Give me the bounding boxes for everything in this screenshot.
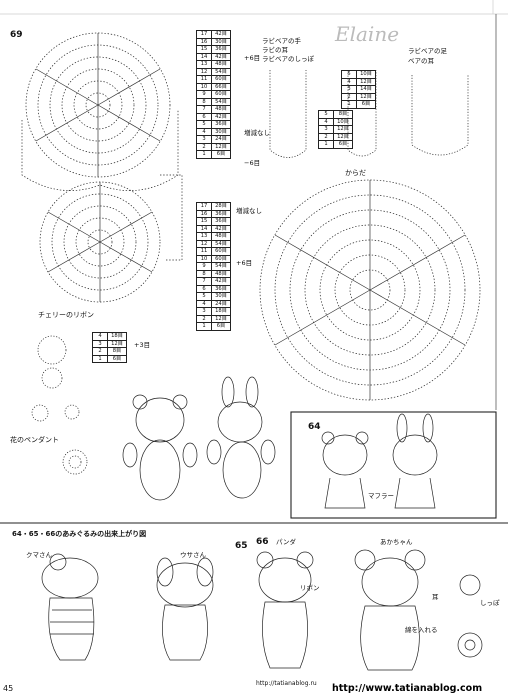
label-usa-san: ウサさん (180, 551, 206, 559)
note-decrease: −6目 (244, 159, 261, 167)
note-ribbon-increase: +3目 (134, 341, 151, 349)
label-rabbit-tail: ラビベアのしっぽ (262, 55, 314, 63)
label-muffler: マフラー (368, 492, 394, 500)
bottom-title: 64・65・66のあみぐるみの出来上がり図 (12, 530, 147, 538)
page-number: 45 (3, 684, 14, 693)
label-cherry-ribbon: チェリーのリボン (38, 311, 94, 319)
label-panda: パンダ (276, 538, 296, 546)
note-body-increase: +6目 (236, 259, 253, 267)
bear-doll (122, 394, 198, 501)
tail-part (457, 574, 483, 658)
label-body: からだ (345, 169, 366, 177)
label-flower-pendant: 花のペンダント (10, 436, 59, 444)
stitch-count: 6目 (107, 354, 127, 363)
note-body-no-change: 増減なし (236, 207, 262, 215)
stitch-count: 6目 (333, 140, 353, 149)
note-increase: +6目 (244, 54, 261, 62)
head-chart-spokes (35, 33, 161, 177)
section-number: 69 (10, 30, 23, 40)
watermark-url: http://tatianablog.ru (256, 680, 317, 687)
label-kuma-san: クマさん (26, 551, 52, 559)
rabbit-doll (206, 376, 276, 499)
kuma-figure (41, 553, 99, 661)
panda-figure (256, 551, 314, 669)
label-rabbit-leg: ラビベアの足 (408, 47, 447, 55)
label-bear-ear: ベアの耳 (408, 57, 434, 65)
stitch-count: 6目 (211, 150, 231, 159)
label-ears: 耳 (432, 593, 439, 601)
baby-bear-figure (354, 549, 426, 671)
label-stuffing: 綿を入れる (405, 626, 438, 634)
rabbit-64 (392, 413, 438, 509)
panel-64 (290, 411, 497, 519)
section-number-64: 64 (308, 422, 321, 432)
stitch-count: 6目 (356, 100, 376, 109)
label-tail: しっぽ (480, 599, 500, 607)
note-no-change: 増減なし (244, 129, 270, 137)
label-rabbit-ear: ラビの耳 (262, 46, 288, 54)
brand-logo: Elaine (335, 22, 400, 46)
section-number-65: 65 (235, 541, 248, 551)
usa-figure (156, 557, 214, 661)
label-aka-chan: あかちゃん (380, 538, 413, 546)
label-rabbit-arm: ラビベアの手 (262, 37, 301, 45)
bear-64 (321, 431, 369, 509)
section-number-66: 66 (256, 537, 269, 547)
label-ribbon: リボン (300, 584, 320, 592)
stitch-count: 6目 (211, 322, 231, 331)
footer-url: http://www.tatianablog.com (332, 683, 508, 699)
